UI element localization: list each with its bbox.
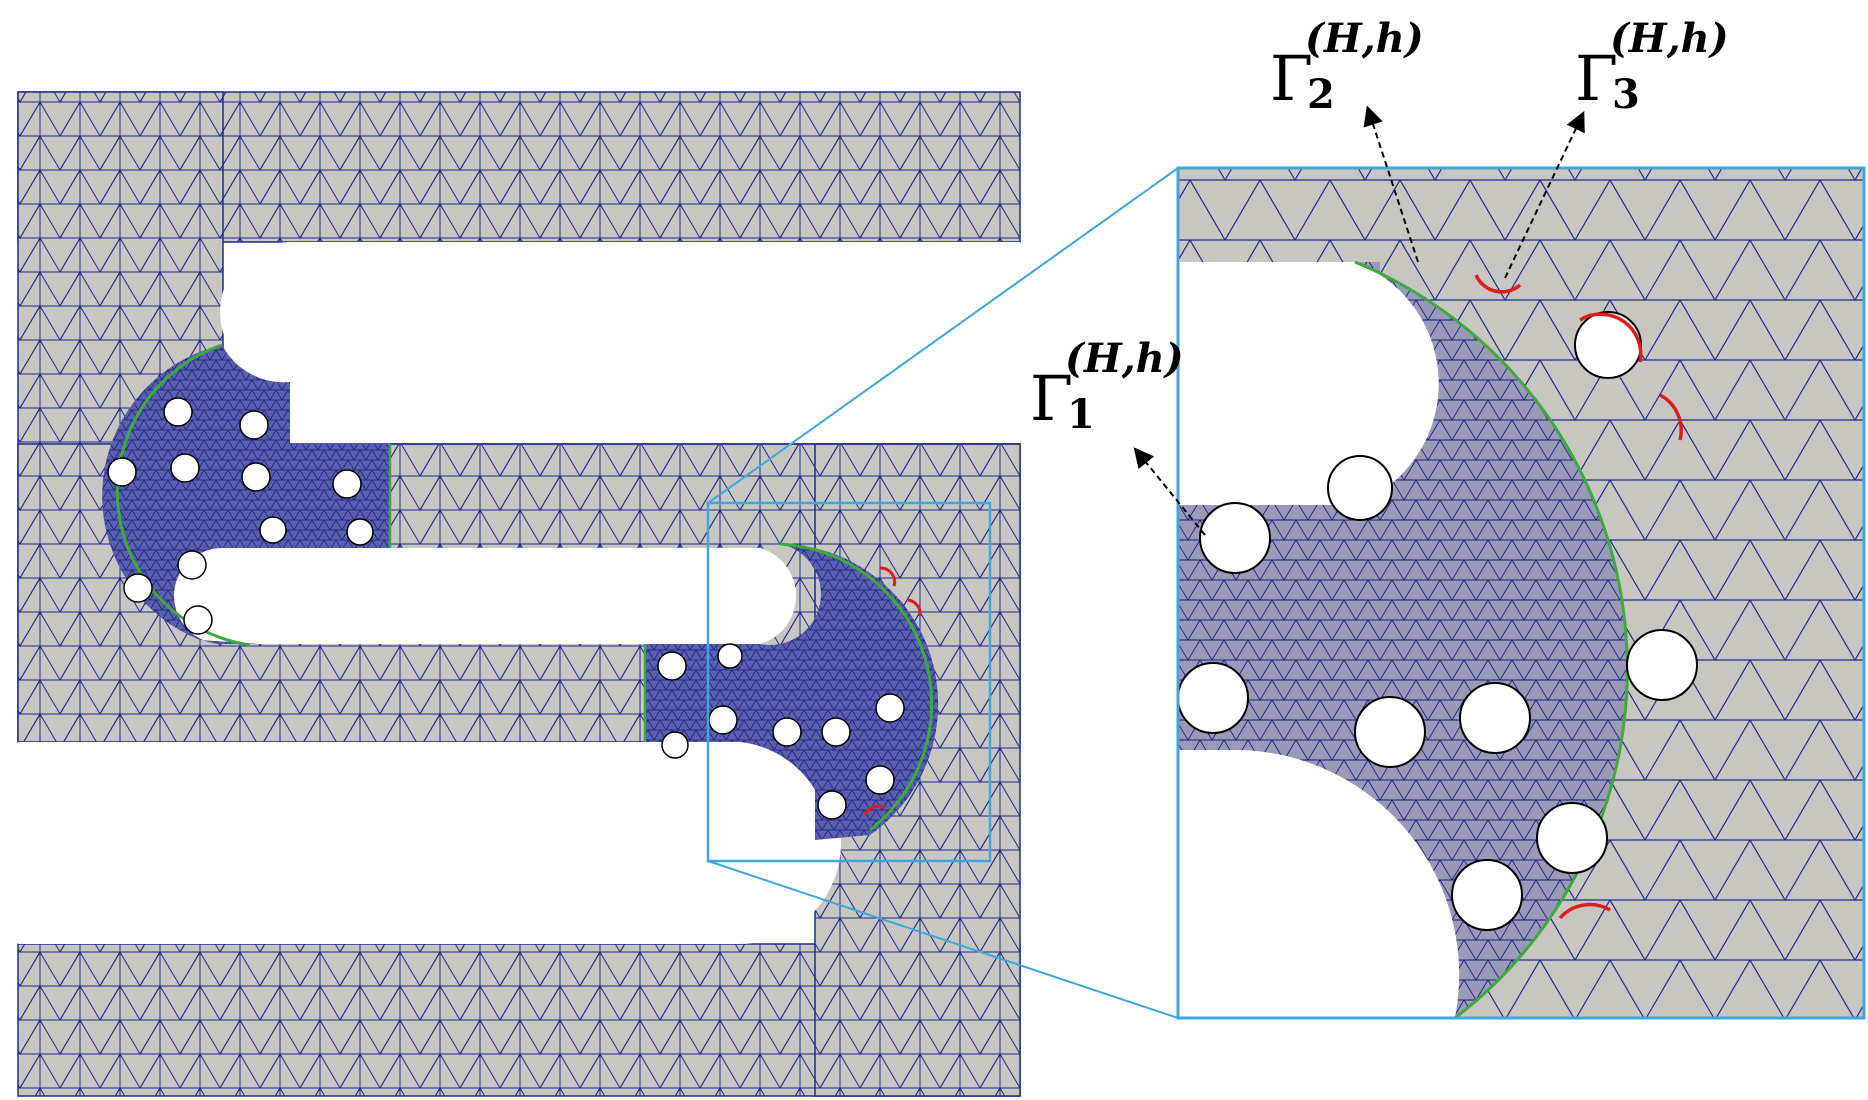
label-gamma1: Γ 1 (H,h) <box>1030 335 1206 536</box>
gamma2-sub: 2 <box>1307 71 1335 118</box>
zoom-panel <box>1178 168 1864 1018</box>
label-gamma3: Γ 3 (H,h) <box>1504 15 1729 279</box>
serpentine-domain <box>17 91 1021 1097</box>
svg-text:Γ: Γ <box>1270 42 1313 115</box>
zoom-lower-slot <box>1178 750 1460 1018</box>
zoom-panel-border <box>1176 166 1866 1020</box>
gamma1-sup: (H,h) <box>1065 335 1184 382</box>
left-holes <box>107 397 374 635</box>
svg-text:Γ: Γ <box>1575 42 1618 115</box>
lower-slot <box>18 742 841 944</box>
upper-slot <box>220 242 1020 382</box>
inner-slot <box>174 548 796 644</box>
gamma2-symbol: Γ <box>1270 42 1313 115</box>
label-gamma2: Γ 2 (H,h) <box>1270 15 1424 263</box>
gamma1-symbol: Γ <box>1030 362 1073 435</box>
red-interfaces-left <box>863 566 922 816</box>
zoom-source-box <box>706 501 992 863</box>
gamma3-symbol: Γ <box>1575 42 1618 115</box>
zoom-connector-top <box>707 167 1179 504</box>
gamma3-sup: (H,h) <box>1610 15 1729 62</box>
zoom-upper-slot <box>1178 262 1439 505</box>
right-fine-region <box>645 544 939 840</box>
zoom-red-interfaces <box>1474 274 1683 920</box>
gamma1-sub: 1 <box>1067 391 1095 438</box>
svg-text:Γ: Γ <box>1030 362 1073 435</box>
zoom-connector-bottom <box>707 860 1179 1019</box>
gamma2-sup: (H,h) <box>1305 15 1424 62</box>
right-holes <box>657 643 905 820</box>
gamma3-sub: 3 <box>1612 71 1640 118</box>
zoom-holes <box>1178 311 1698 931</box>
